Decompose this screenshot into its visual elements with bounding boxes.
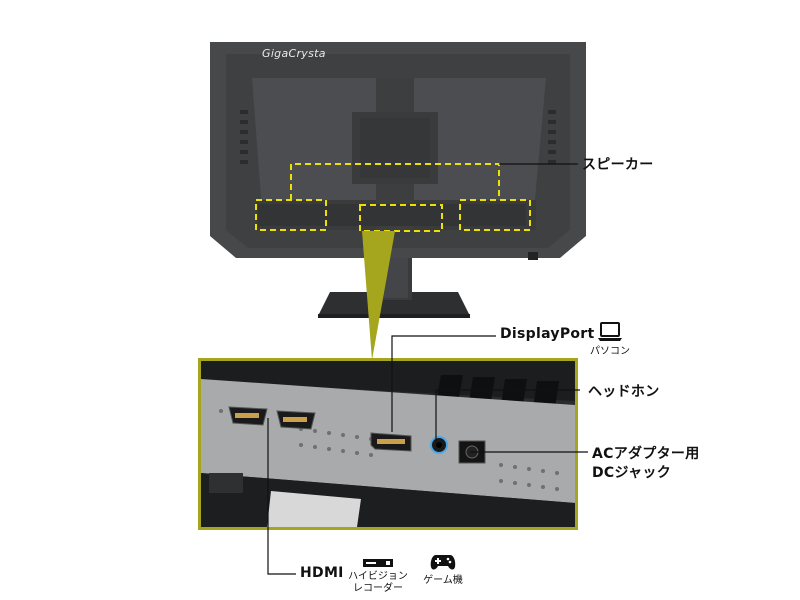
gamepad-icon [430,555,456,570]
displayport-port [370,432,412,452]
ac-adapter-label-line1: ACアダプター用 [592,446,700,462]
ac-adapter-label-line2: DCジャック [592,465,671,481]
port-detail-frame [198,358,578,530]
displayport-device-label: パソコン [590,346,630,357]
speaker-right-highlight [459,199,531,231]
port-area-highlight [359,204,443,232]
recorder-icon [363,559,393,567]
zoom-funnel [362,231,395,360]
displayport-label: DisplayPort [500,326,595,342]
hdmi-label: HDMI [300,565,344,581]
stand-base [318,292,470,316]
port-detail-illustration [201,361,575,527]
monitor-brand-logo: GigaCrysta [262,47,326,60]
speaker-label: スピーカー [582,157,654,173]
laptop-icon [598,322,622,341]
recorder-label-line2: レコーダー [353,583,403,594]
hdmi-ports [228,406,316,430]
headphone-label: ヘッドホン [588,384,660,400]
headphone-jack [430,436,448,454]
game-console-label: ゲーム機 [423,575,463,586]
recorder-label-line1: ハイビジョン [348,571,408,582]
